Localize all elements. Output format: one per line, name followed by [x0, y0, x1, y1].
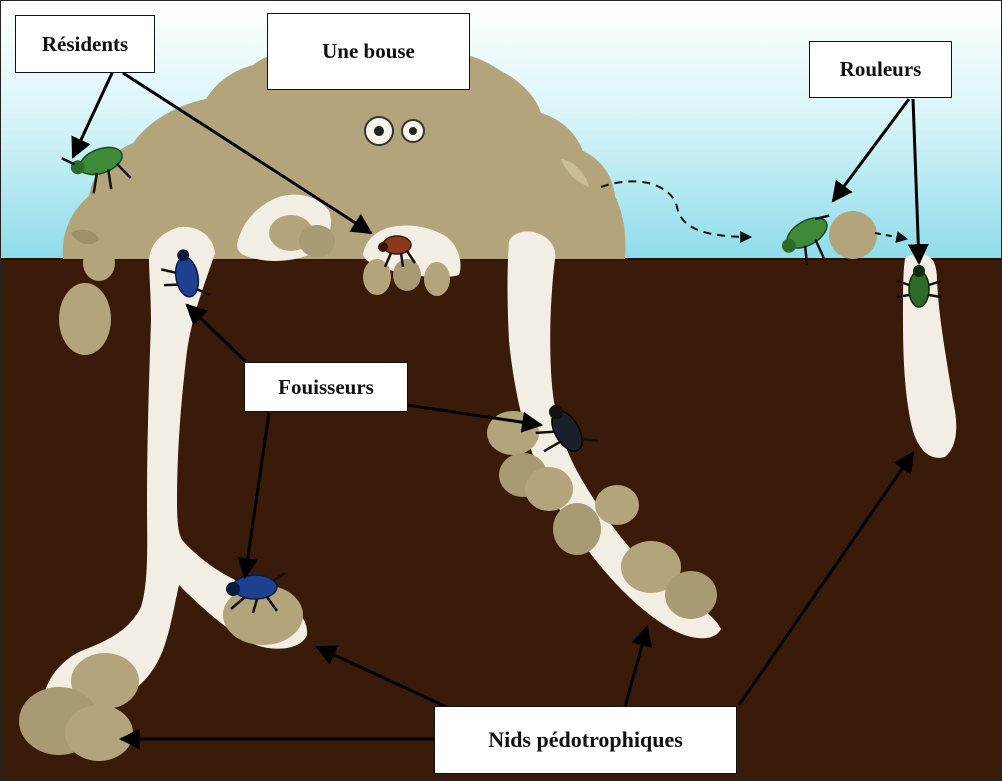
label-residents: Résidents [15, 15, 155, 73]
rolled-dung-ball [829, 211, 877, 259]
label-nests: Nids pédotrophiques [434, 706, 737, 774]
label-rollers: Rouleurs [809, 41, 952, 98]
label-burrowers: Fouisseurs [244, 362, 408, 412]
brood-balls-center [363, 259, 450, 296]
label-dung: Une bouse [267, 13, 470, 90]
